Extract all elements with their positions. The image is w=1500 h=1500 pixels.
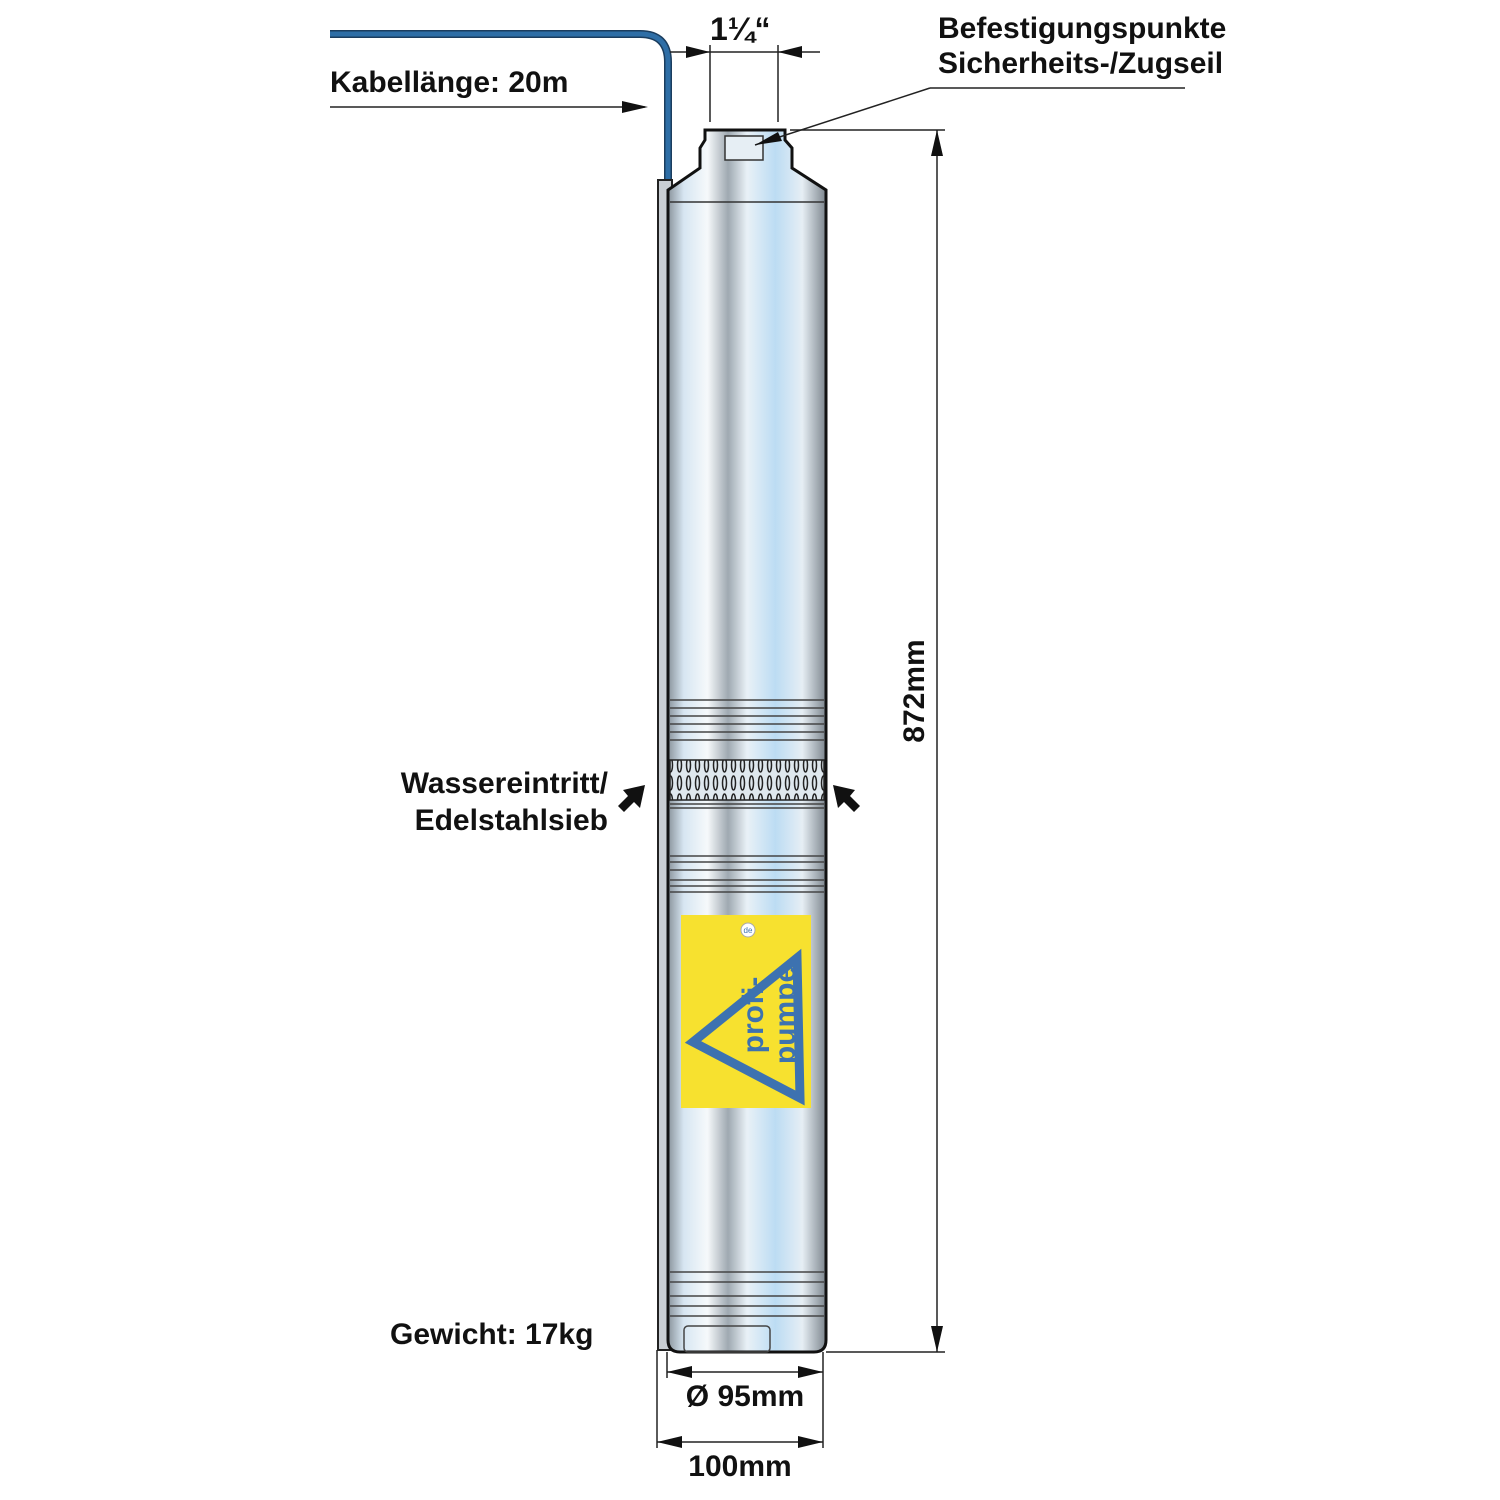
- total-width-label: 100mm: [688, 1450, 792, 1483]
- logo-badge: de: [744, 926, 753, 935]
- profi-pumpe-logo: profi- pumpe de: [681, 915, 811, 1108]
- dimension-lines: [330, 45, 1185, 1448]
- mounting-points-label-2: Sicherheits-/Zugseil: [938, 47, 1224, 80]
- inlet-strainer: [669, 759, 825, 801]
- diameter-label: Ø 95mm: [685, 1380, 805, 1413]
- arrow-left-icon: [618, 785, 645, 812]
- arrow-right-icon: [833, 785, 860, 812]
- logo-text-2: pumpe: [769, 966, 802, 1064]
- thread-size-label: 1¼“: [710, 11, 771, 47]
- height-label: 872mm: [898, 639, 931, 743]
- cable-length-label: Kabellänge: 20m: [330, 66, 569, 99]
- pump-head: [666, 128, 828, 1354]
- cable: [330, 30, 672, 182]
- water-inlet-label-2: Edelstahlsieb: [414, 804, 608, 837]
- logo-text-1: profi-: [737, 977, 770, 1054]
- water-inlet-label-1: Wassereintritt/: [400, 767, 608, 800]
- mounting-points-label-1: Befestigungspunkte: [938, 12, 1227, 45]
- water-inlet-arrows: [618, 785, 860, 812]
- weight-label: Gewicht: 17kg: [390, 1318, 594, 1351]
